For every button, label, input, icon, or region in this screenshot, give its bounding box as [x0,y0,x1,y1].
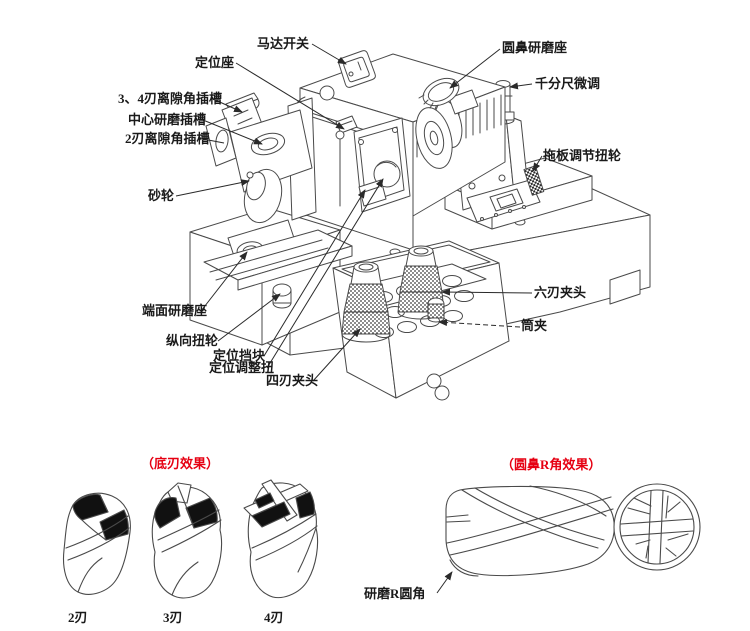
leader-positioning-adjust [266,178,384,369]
end-mill-2-flute [62,492,131,595]
r-corner-end-mill-side [445,485,615,577]
label-grind-r-corner: 研磨R圆角 [364,586,426,601]
drawer-knob [426,373,450,401]
label-positioning-adjust: 定位调整扭 [209,360,275,375]
label-positioning-stop: 定位挡块 [213,348,266,363]
caption-2-flute: 2刃 [68,610,88,625]
end-mill-4-flute [243,479,319,599]
round-nose-effect-title: （圆鼻R角效果） [501,457,602,472]
leader-end-face-seat [200,251,248,312]
label-micrometer: 千分尺微调 [535,76,601,91]
label-four-flute-collet: 四刃夹头 [266,373,319,388]
label-collet: 筒夹 [521,318,548,333]
leader-four-flute [312,328,361,382]
leader-round-nose-seat [449,48,501,89]
label-end-face-seat: 端面研磨座 [142,303,208,318]
label-round-nose-seat: 圆鼻研磨座 [502,40,568,55]
leader-lines [175,43,543,594]
label-slot-3-4-flute: 3、4刃离隙角插槽 [118,91,223,106]
leader-slot-3-4 [212,98,243,113]
label-grinding-wheel: 砂轮 [148,188,175,203]
label-longitudinal-knob: 纵向扭轮 [166,333,219,348]
accessory-drawer [332,240,510,401]
leader-carriage-knob [532,155,543,172]
leader-grind-r [436,571,453,594]
label-positioning-seat: 定位座 [195,55,235,70]
label-six-flute-collet: 六刃夹头 [534,285,587,300]
leader-longitudinal-knob [217,293,281,342]
motor-switch [337,50,376,88]
leader-six-flute [441,288,533,296]
leader-positioning-stop [263,189,366,357]
caption-3-flute: 3刃 [163,610,183,625]
bottom-edge-effect-title: （底刃效果） [141,456,220,471]
leader-slot-2 [202,138,225,144]
four-flute-collet-chuck [341,261,391,343]
spindle-discs [415,77,479,169]
r-corner-end-mill-end-view [613,483,701,571]
caption-4-flute: 4刃 [264,610,284,625]
center-grinding-slot-head [229,109,313,193]
leader-collet [438,318,521,328]
label-motor-switch: 马达开关 [257,36,310,51]
label-carriage-knob: 拖板调节扭轮 [543,148,622,163]
leader-positioning-seat [235,62,345,130]
label-slot-2-flute: 2刃离隙角插槽 [125,131,210,146]
end-mill-3-flute [151,482,223,599]
grinding-wheel [243,168,283,224]
leader-grinding-wheel [175,179,250,197]
leader-center-slot [202,119,263,145]
leader-micrometer [509,82,533,90]
carriage-knob [523,165,545,196]
leader-motor-switch [311,43,347,65]
label-center-grinding-slot: 中心研磨插槽 [128,112,207,127]
collet-small [427,297,445,323]
positioning-panel [335,117,411,213]
grinding-station [189,85,353,346]
